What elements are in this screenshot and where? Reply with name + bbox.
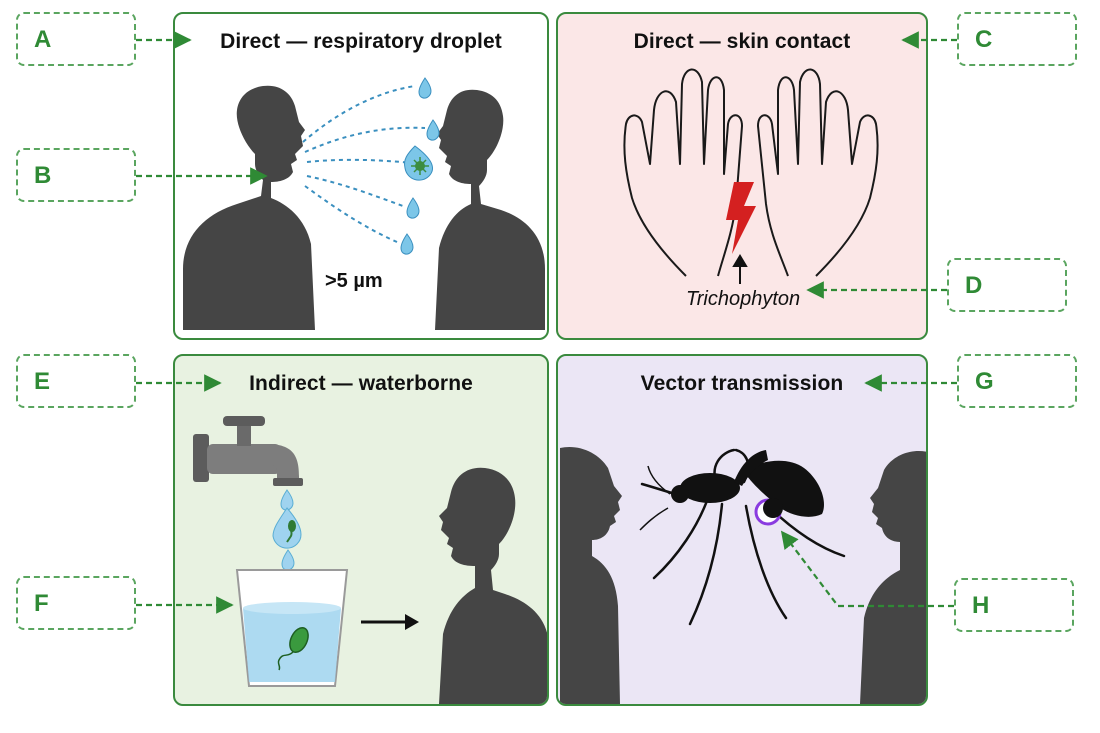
label-letter: B	[34, 162, 52, 189]
hands-icon	[623, 68, 879, 277]
arrow-right-icon	[361, 614, 419, 630]
panel-waterborne: Indirect — waterborne	[173, 354, 549, 706]
label-box-a[interactable]: A	[16, 12, 136, 66]
panel-respiratory-droplet: Direct — respiratory droplet >5 µm	[173, 12, 549, 340]
label-letter: D	[965, 272, 983, 299]
skin-illustration	[623, 68, 879, 284]
label-letter: H	[972, 592, 990, 619]
label-letter: F	[34, 590, 49, 617]
droplet-illustration	[183, 77, 545, 330]
label-box-b[interactable]: B	[16, 148, 136, 202]
label-box-g[interactable]: G	[957, 354, 1077, 408]
panel-title: Indirect — waterborne	[249, 372, 473, 395]
droplet-size-note: >5 µm	[325, 270, 383, 292]
moon-icon	[754, 498, 783, 526]
panel-vector: Vector transmission	[556, 354, 928, 706]
label-box-e[interactable]: E	[16, 354, 136, 408]
label-letter: C	[975, 26, 993, 53]
mosquito-icon	[639, 448, 846, 626]
lightning-icon	[726, 182, 756, 254]
person-silhouette-icon	[435, 89, 545, 330]
waterborne-illustration	[193, 416, 547, 704]
pathogen-name: Trichophyton	[686, 288, 801, 310]
glass-icon	[235, 569, 349, 687]
bacterium-icon	[277, 626, 309, 671]
person-silhouette-icon	[560, 446, 622, 704]
panel-title: Vector transmission	[640, 372, 844, 395]
panel-skin-contact: Direct — skin contact Trichophyton	[556, 12, 928, 340]
label-box-h[interactable]: H	[954, 578, 1074, 632]
label-letter: G	[975, 368, 994, 395]
vector-illustration	[560, 446, 926, 704]
panel-title: Direct — skin contact	[633, 30, 851, 53]
person-silhouette-icon	[439, 467, 547, 704]
label-box-d[interactable]: D	[947, 258, 1067, 312]
label-box-f[interactable]: F	[16, 576, 136, 630]
label-box-c[interactable]: C	[957, 12, 1077, 66]
pathogen-icon	[411, 157, 429, 175]
label-letter: A	[34, 26, 52, 53]
faucet-icon	[193, 416, 303, 486]
person-silhouette-icon	[860, 451, 926, 704]
person-silhouette-icon	[183, 85, 315, 330]
droplet-icon	[400, 77, 440, 255]
panel-title: Direct — respiratory droplet	[220, 30, 502, 53]
label-letter: E	[34, 368, 51, 395]
